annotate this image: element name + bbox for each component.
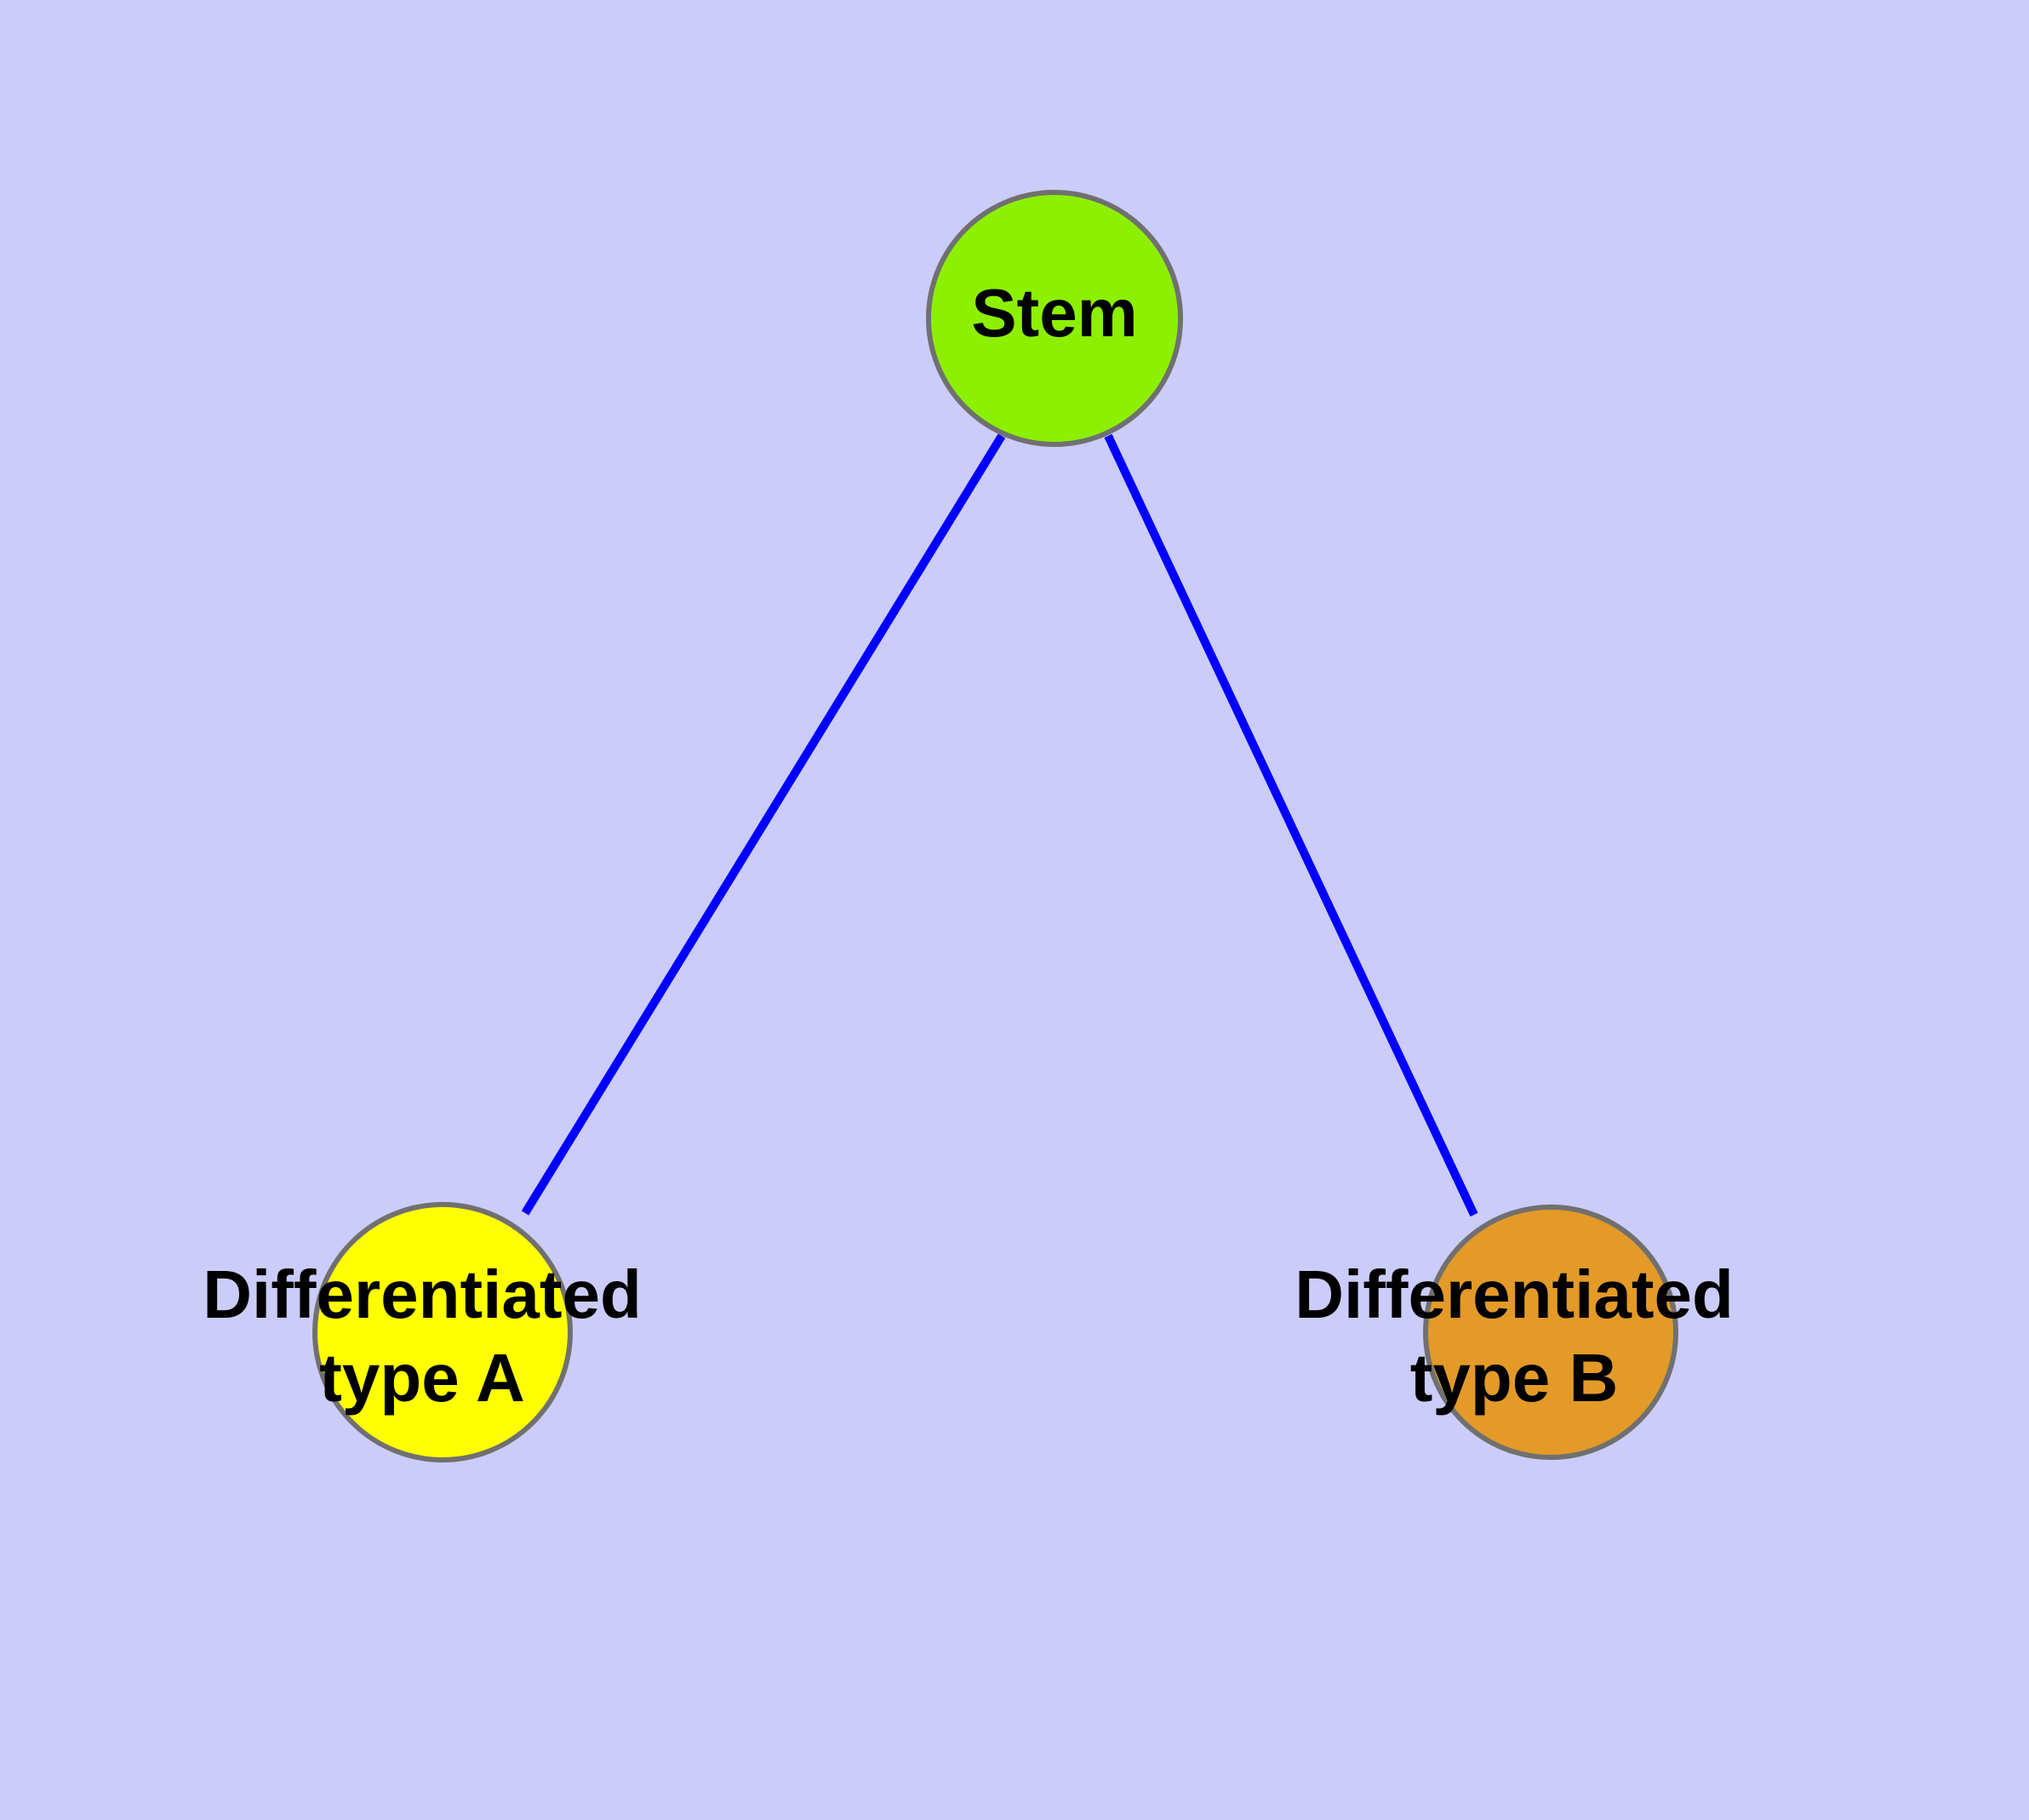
node-differentiated-type-b-circle[interactable] (1423, 1205, 1678, 1460)
edge-stem-to-differentiated-type-b[interactable] (1104, 433, 1478, 1217)
node-differentiated-type-a[interactable]: Differentiated type A (203, 1202, 642, 1462)
node-stem-label: Stem (971, 275, 1138, 351)
node-differentiated-type-a-label-line1: Differentiated (203, 1256, 642, 1332)
node-differentiated-type-b[interactable]: Differentiated type B (1295, 1205, 1734, 1460)
edge-stem-to-differentiated-type-a[interactable] (521, 433, 1006, 1216)
node-differentiated-type-a-label-line2: type A (319, 1340, 525, 1416)
edge-layer (521, 433, 1478, 1217)
node-stem-circle[interactable] (926, 190, 1183, 447)
node-stem[interactable]: Stem (926, 190, 1183, 447)
node-differentiated-type-b-label-line1: Differentiated (1295, 1256, 1734, 1332)
node-differentiated-type-b-label-line2: type B (1410, 1340, 1619, 1416)
node-differentiated-type-a-circle[interactable] (312, 1202, 573, 1462)
